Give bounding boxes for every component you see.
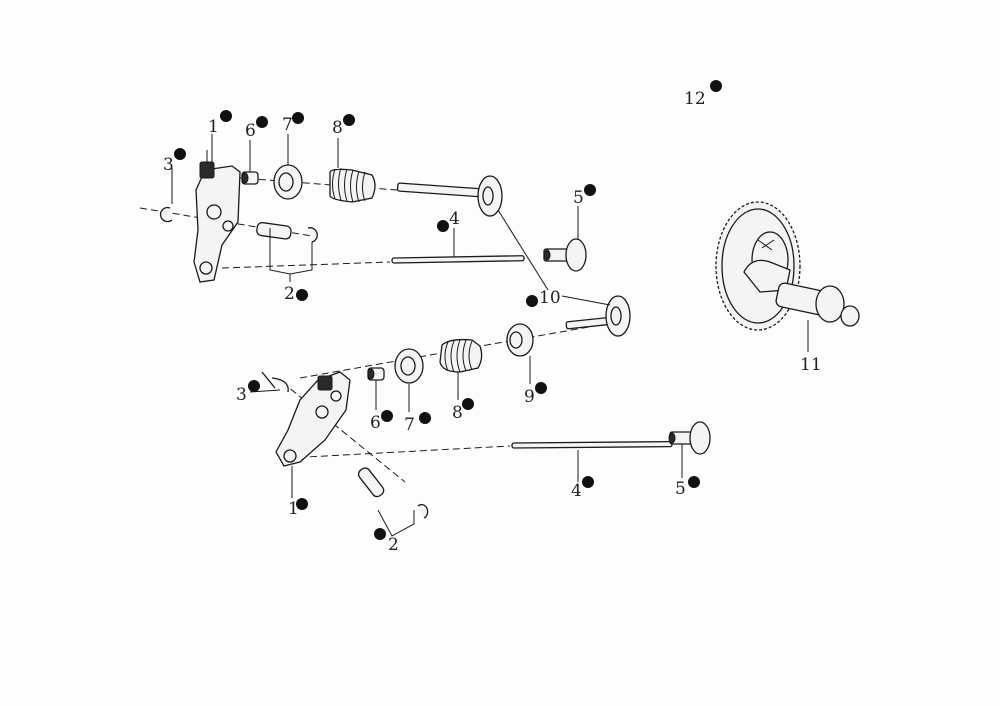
leader-lines: [171, 134, 809, 537]
axis-line-lower-rod: [287, 445, 511, 459]
callout-1-upper: 1: [208, 110, 232, 137]
spring-lower: [439, 338, 483, 373]
callout-12: 12: [684, 80, 722, 109]
callout-4-upper: 4: [437, 209, 460, 232]
callout-label: 5: [573, 188, 584, 208]
pin-upper: [256, 221, 318, 243]
callout-7-upper: 7: [282, 112, 304, 135]
callout-label: 8: [452, 403, 463, 423]
callout-label: 2: [388, 535, 399, 555]
tappet-lower: [668, 421, 711, 455]
adjuster-lower: [367, 367, 385, 381]
callout-label: 10: [539, 288, 561, 308]
retainer-lower: [394, 348, 424, 384]
marker-dot: [248, 380, 260, 392]
marker-dot: [710, 80, 722, 92]
spring-upper: [329, 167, 376, 203]
callout-label: 3: [163, 155, 174, 175]
callout-label: 1: [288, 499, 299, 519]
push-rod-upper: [391, 255, 525, 264]
callout-2-lower: 2: [374, 528, 399, 555]
rocker-arm-lower: [275, 371, 351, 467]
seal-lower: [506, 323, 534, 357]
callout-label: 6: [370, 413, 381, 433]
callout-label: 12: [684, 89, 706, 109]
tappet-upper: [543, 238, 587, 272]
marker-dot: [374, 528, 386, 540]
valve-lower: [565, 295, 631, 337]
marker-dot: [526, 295, 538, 307]
callout-7-lower: 7: [404, 412, 431, 435]
marker-dot: [582, 476, 594, 488]
callout-label: 11: [800, 355, 822, 375]
marker-dot: [292, 112, 304, 124]
rocker-arm-upper: [193, 150, 241, 283]
marker-dot: [256, 116, 268, 128]
pin-lower: [357, 467, 429, 519]
callout-label: 2: [284, 284, 295, 304]
callout-8-upper: 8: [332, 114, 355, 138]
callout-label: 5: [675, 479, 686, 499]
marker-dot: [419, 412, 431, 424]
callout-9: 9: [524, 382, 547, 407]
callout-label: 4: [571, 481, 582, 501]
marker-dot: [462, 398, 474, 410]
callout-label: 4: [449, 209, 460, 229]
callout-label: 6: [245, 121, 256, 141]
callout-label: 7: [282, 115, 293, 135]
callout-label: 8: [332, 118, 343, 138]
axis-line-lower-valve: [299, 324, 601, 379]
callout-2-upper: 2: [284, 284, 308, 304]
retainer-upper: [273, 164, 303, 200]
clip-upper: [159, 206, 173, 223]
callout-6-lower: 6: [370, 410, 393, 433]
marker-dot: [174, 148, 186, 160]
callout-3-upper: 3: [163, 148, 186, 175]
callout-11: 11: [800, 355, 822, 375]
callout-5-lower: 5: [675, 476, 700, 499]
callout-6-upper: 6: [245, 116, 268, 141]
callout-label: 9: [524, 387, 535, 407]
valve-upper: [396, 175, 503, 217]
callout-1-lower: 1: [288, 498, 308, 519]
marker-dot: [343, 114, 355, 126]
callout-5-upper: 5: [573, 184, 596, 208]
push-rod-lower: [511, 440, 673, 449]
marker-dot: [296, 498, 308, 510]
marker-dot: [220, 110, 232, 122]
marker-dot: [437, 220, 449, 232]
camshaft-gear: [715, 201, 860, 331]
callout-label: 1: [208, 117, 219, 137]
clip-lower: [261, 371, 289, 393]
callout-label: 3: [236, 385, 247, 405]
callout-10: 10: [526, 288, 561, 308]
callout-3-lower: 3: [236, 380, 260, 405]
callout-8-lower: 8: [452, 398, 474, 423]
marker-dot: [535, 382, 547, 394]
callout-4-lower: 4: [571, 476, 594, 501]
marker-dot: [296, 289, 308, 301]
marker-dot: [584, 184, 596, 196]
adjuster-upper: [241, 171, 259, 185]
marker-dot: [688, 476, 700, 488]
axis-line-upper-rod: [221, 261, 391, 269]
marker-dot: [381, 410, 393, 422]
callout-label: 7: [404, 415, 415, 435]
